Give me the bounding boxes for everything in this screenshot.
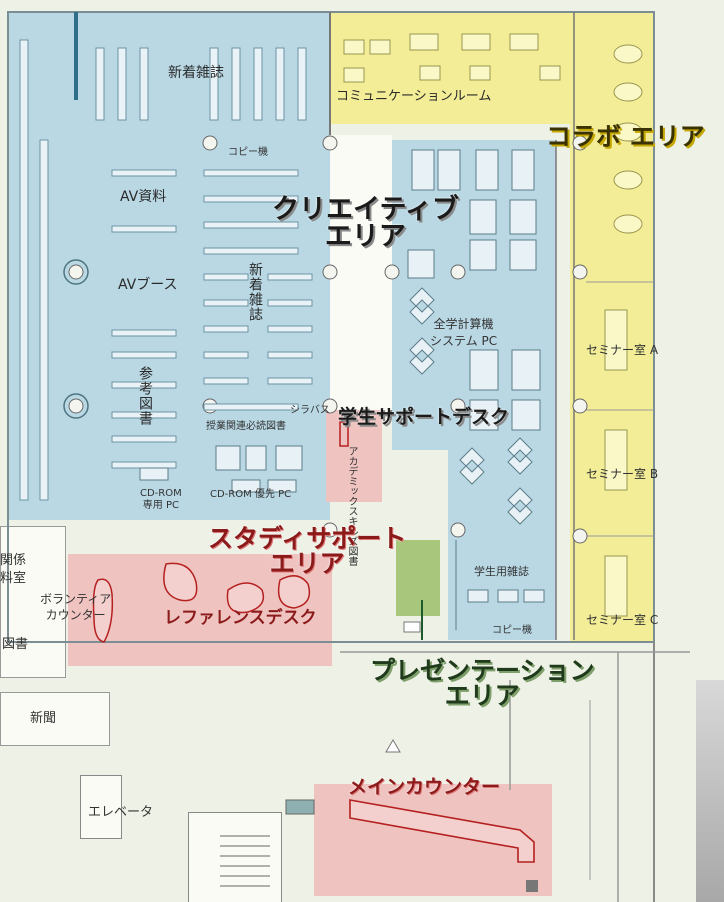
zone-title-student-support: 学生サポートデスク xyxy=(338,406,510,428)
zone-title-presentation: プレゼンテーション エリア xyxy=(370,656,595,710)
zone-title-creative: クリエイティブ エリア xyxy=(272,194,459,252)
presentation-zone xyxy=(396,540,440,616)
label-syllabus: シラバス xyxy=(290,405,330,416)
left-rooms xyxy=(0,526,66,678)
exterior-photo xyxy=(696,680,724,902)
label-cdrom-only: CD-ROM 専用 PC xyxy=(140,488,182,511)
label-books-left: 図書 xyxy=(2,637,29,652)
label-copier-bottom: コピー機 xyxy=(492,625,532,636)
label-copier-top: コピー機 xyxy=(228,147,268,158)
zone-title-main-counter: メインカウンター xyxy=(348,776,501,798)
label-academic-skills: アカデミックスキルズ図書 xyxy=(346,446,357,566)
label-new-magazines-vertical: 新着雑誌 xyxy=(247,262,263,322)
academic-shelf-zone xyxy=(326,410,382,502)
label-reference-books: 参考図書 xyxy=(137,366,153,426)
label-seminar-b: セミナー室 B xyxy=(586,467,659,481)
label-cdrom-priority: CD-ROM 優先 PC xyxy=(210,489,292,500)
zone-title-study-support: スタディサポート エリア xyxy=(208,524,407,578)
label-seminar-a: セミナー室 A xyxy=(586,343,659,357)
label-related-room: 関係 料室 xyxy=(0,553,27,587)
label-elevator: エレベータ xyxy=(88,805,154,820)
magazine-zone xyxy=(448,450,556,640)
label-seminar-c: セミナー室 C xyxy=(586,613,659,627)
label-av-booth: AVブース xyxy=(118,277,178,293)
label-course-books: 授業関連必読図書 xyxy=(206,421,286,432)
label-communication-room: コミュニケーションルーム xyxy=(336,89,492,104)
communication-room-zone xyxy=(330,12,570,124)
stair-area xyxy=(188,812,282,902)
center-corridor xyxy=(330,135,392,415)
label-newspapers: 新聞 xyxy=(30,711,57,726)
label-computer-system: 全学計算機 システム PC xyxy=(430,317,498,348)
label-av-materials: AV資料 xyxy=(120,189,167,205)
elevator-box xyxy=(80,775,122,839)
zone-title-reference-desk: レファレンスデスク xyxy=(164,608,317,628)
label-volunteer-counter: ボランティア カウンター xyxy=(40,592,112,622)
zone-title-collabo: コラボ エリア xyxy=(546,122,705,151)
label-student-magazines: 学生用雑誌 xyxy=(474,565,529,578)
label-new-magazines-top: 新着雑誌 xyxy=(168,65,224,81)
newspaper-area xyxy=(0,692,110,746)
